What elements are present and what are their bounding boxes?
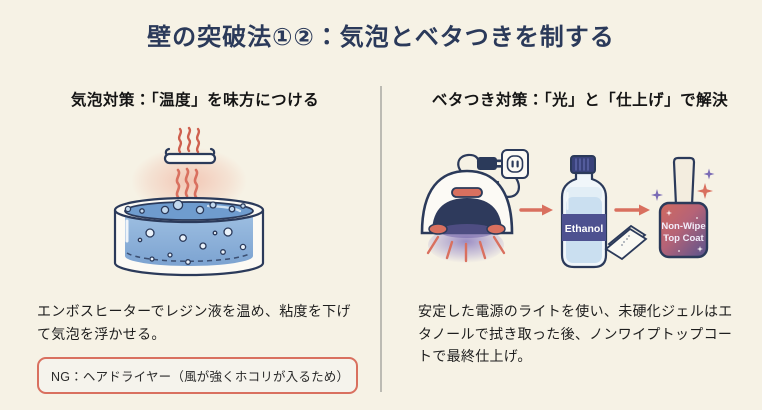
arrow-right-icon-1	[519, 204, 553, 216]
ethanol-bottle-icon: Ethanol	[560, 155, 608, 269]
uv-rays	[426, 235, 506, 263]
heat-waves-upper-icon	[177, 126, 201, 154]
arrow-right-icon-2	[614, 204, 650, 216]
interior-bubbles	[137, 227, 247, 265]
topcoat-label-line2: Top Coat	[663, 233, 704, 244]
right-panel-body: 安定した電源のライトを使い、未硬化ジェルはエタノールで拭き取った後、ノンワイプト…	[418, 303, 733, 365]
vertical-divider	[380, 86, 382, 392]
topcoat-label-line1: Non-Wipe	[661, 221, 705, 232]
page-title: 壁の突破法①②：気泡とベタつきを制する	[147, 24, 615, 51]
power-plug-icon	[477, 157, 504, 170]
left-panel-body: エンボスヒーターでレジン液を温め、粘度を下げて気泡を浮かせる。	[37, 303, 351, 342]
right-panel-heading: ベタつき対策：「光」と「仕上げ」で解決	[431, 92, 729, 109]
embossing-heater-icon	[163, 147, 217, 165]
topcoat-bottle-icon: Non-Wipe Top Coat	[658, 156, 709, 259]
uv-lamp-icon	[420, 169, 514, 263]
sticky-countermeasure-illustration: Ethanol Non-Wipe Top Coat	[420, 149, 715, 269]
left-panel-heading: 気泡対策：「温度」を味方につける	[70, 92, 320, 109]
bubble-countermeasure-illustration	[113, 126, 265, 277]
ng-warning-box: NG：ヘアドライヤー（風が強くホコリが入るため）	[37, 357, 358, 394]
heat-waves-lower-icon	[175, 167, 199, 199]
wipes-icon	[604, 224, 648, 261]
power-outlet-icon	[501, 149, 529, 179]
inner-sparkles	[665, 210, 703, 252]
surface-bubbles	[124, 199, 246, 215]
sparkle-icons	[651, 168, 715, 201]
ethanol-label: Ethanol	[565, 223, 604, 235]
resin-dish-icon	[113, 196, 265, 277]
